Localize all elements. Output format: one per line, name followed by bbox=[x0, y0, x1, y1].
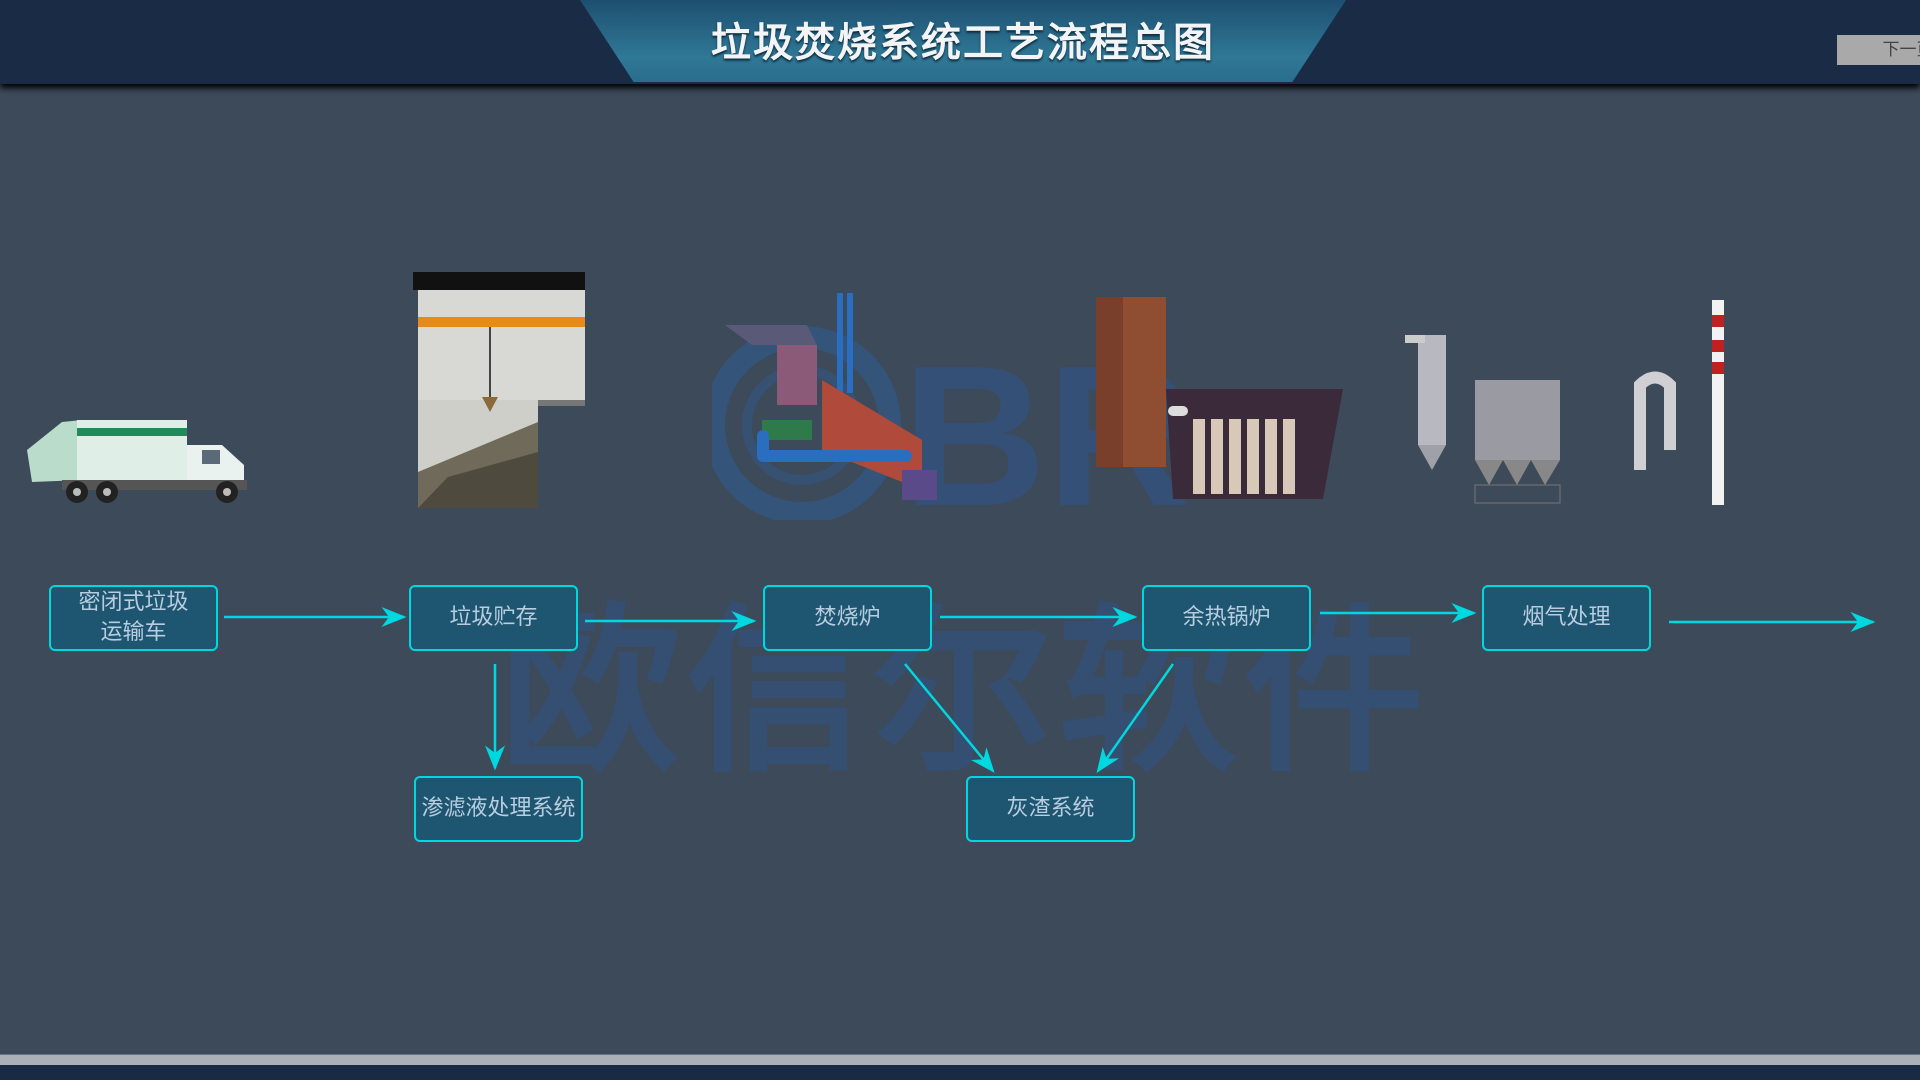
node-ash-system[interactable]: 灰渣系统 bbox=[966, 776, 1135, 842]
node-flue-gas-treatment[interactable]: 烟气处理 bbox=[1482, 585, 1651, 651]
node-waste-storage[interactable]: 垃圾贮存 bbox=[409, 585, 578, 651]
incinerator-image bbox=[725, 293, 937, 500]
horizontal-scrollbar[interactable] bbox=[0, 1054, 1920, 1065]
footer-bar bbox=[0, 1065, 1920, 1080]
next-page-button[interactable]: 下一页 bbox=[1837, 35, 1920, 65]
title-banner bbox=[580, 0, 1346, 82]
waste-heat-boiler-image bbox=[1096, 297, 1343, 499]
node-leachate-treatment[interactable]: 渗滤液处理系统 bbox=[414, 776, 583, 842]
flue-gas-treatment-image bbox=[1405, 300, 1724, 505]
arrow-incinerator-to-ash bbox=[904, 663, 995, 773]
waste-bunker-image bbox=[413, 272, 585, 508]
node-garbage-truck[interactable]: 密闭式垃圾 运输车 bbox=[49, 585, 218, 651]
node-waste-heat-boiler[interactable]: 余热锅炉 bbox=[1142, 585, 1311, 651]
garbage-truck-image bbox=[27, 420, 247, 503]
page-title: 垃圾焚烧系统工艺流程总图 bbox=[711, 20, 1215, 66]
node-incinerator[interactable]: 焚烧炉 bbox=[763, 585, 932, 651]
arrow-boiler-to-ash bbox=[1096, 663, 1175, 774]
